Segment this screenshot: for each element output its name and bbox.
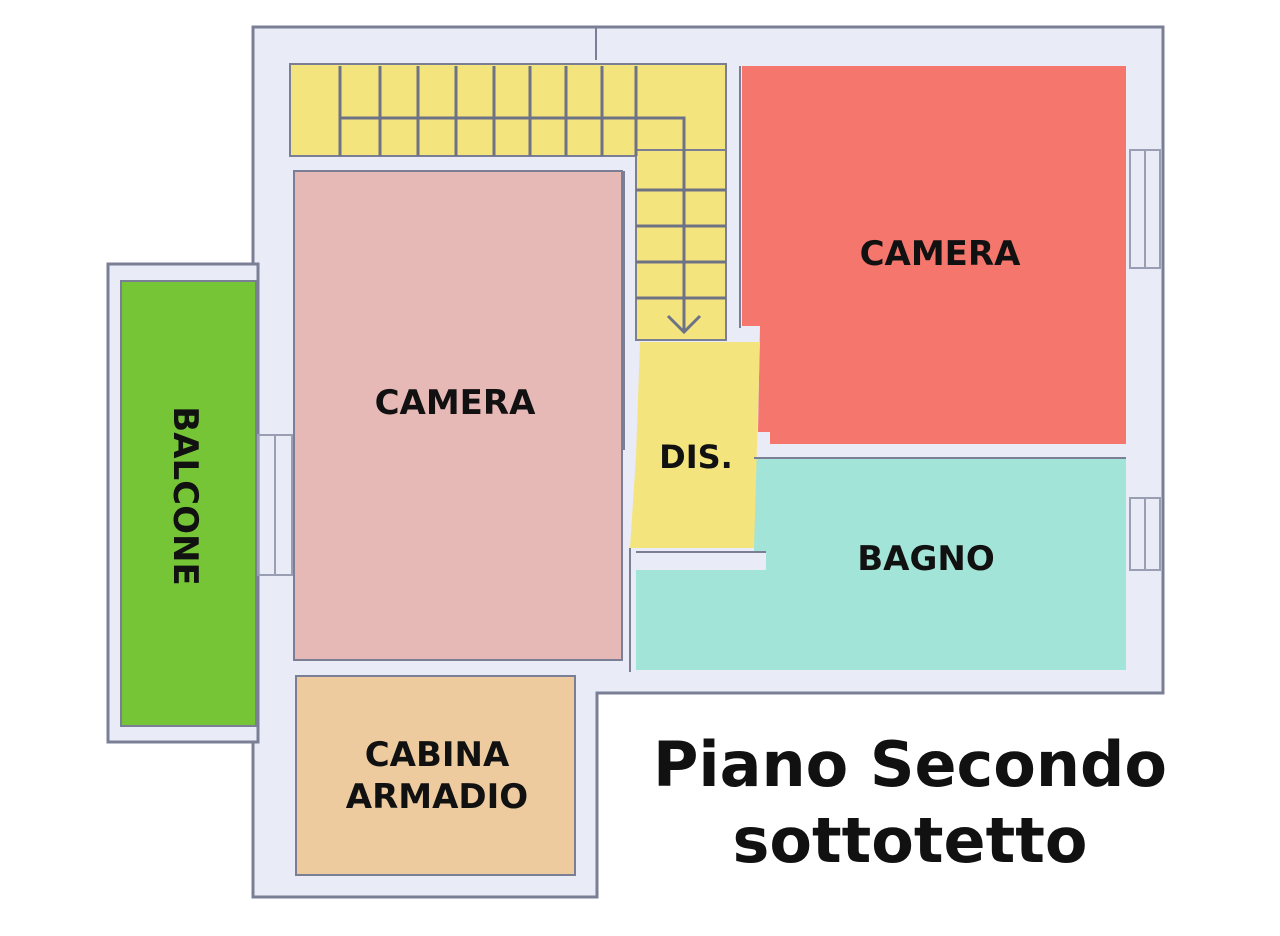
room-camera-left [294, 171, 622, 660]
plan-subtitle: sottotetto [732, 804, 1088, 877]
stairs-run-top [289, 63, 727, 157]
label-camera-right: CAMERA [860, 234, 1022, 274]
label-bagno: BAGNO [857, 539, 995, 579]
stairs [289, 63, 727, 341]
room-camera-right [742, 66, 1126, 444]
label-cabina: CABINA [365, 735, 510, 775]
room-balcone [121, 281, 256, 726]
label-dis: DIS. [659, 438, 733, 476]
plan-title: Piano Secondo [652, 728, 1167, 801]
stairs-run-side [635, 149, 727, 341]
label-camera-left: CAMERA [375, 383, 537, 423]
room-cabina-armadio [296, 676, 575, 875]
stair-walkline [338, 116, 686, 330]
window-marks [257, 149, 1161, 576]
room-bagno [636, 458, 1126, 670]
room-dis [630, 342, 760, 548]
label-balcone: BALCONE [165, 406, 205, 585]
interior-walls [120, 66, 1126, 876]
stair-arrow [666, 314, 702, 335]
label-armadio: ARMADIO [346, 777, 528, 817]
